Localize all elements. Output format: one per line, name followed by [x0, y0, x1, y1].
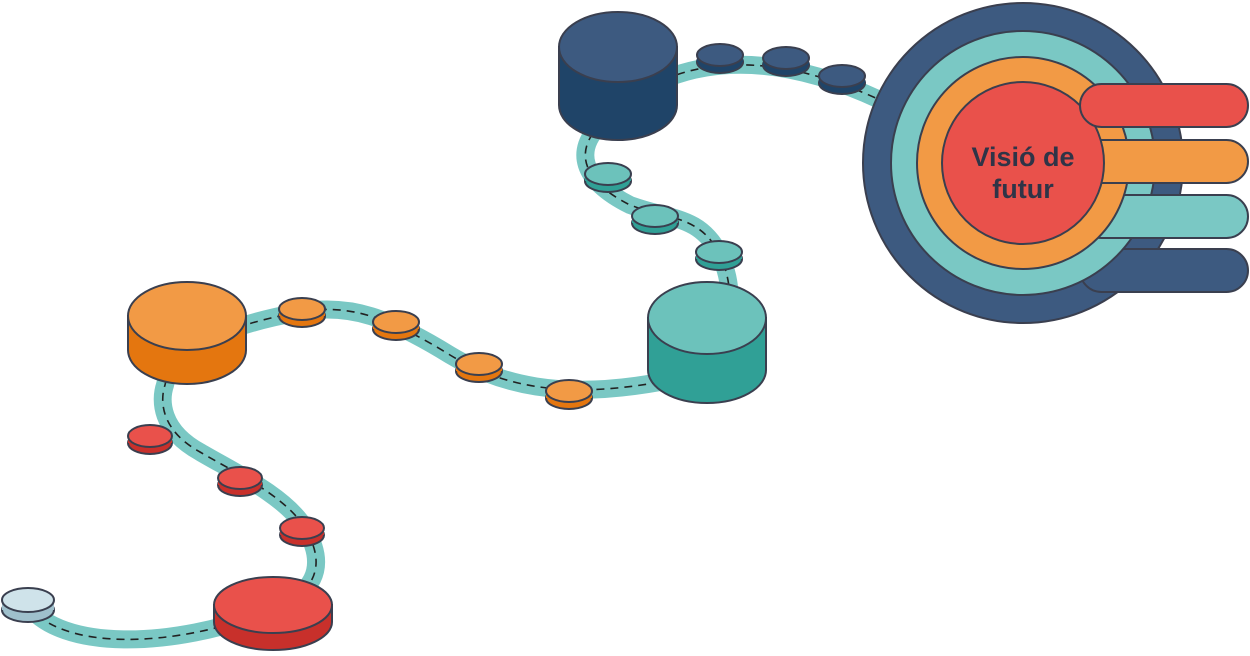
orange-marker: [545, 379, 593, 410]
target-label-line2: futur: [992, 174, 1054, 204]
navy-marker: [696, 43, 744, 74]
red-marker: [217, 466, 263, 497]
navy-cylinder: [558, 11, 678, 141]
red-marker: [279, 516, 325, 547]
target-label-line1: Visió de: [971, 142, 1074, 172]
teal-marker: [695, 240, 743, 271]
target-ring-red: [941, 81, 1105, 245]
teal-cylinder: [647, 281, 767, 404]
red-marker: [127, 424, 173, 455]
teal-marker: [584, 162, 632, 193]
target-bar-red: [1079, 83, 1249, 128]
orange-marker: [372, 310, 420, 341]
target-bar-orange: [1079, 139, 1249, 184]
teal-marker: [631, 204, 679, 235]
start-disc: [1, 587, 55, 623]
orange-marker: [278, 297, 326, 328]
target-graphic: Visió de futur: [862, 2, 1249, 324]
navy-marker: [818, 64, 866, 95]
navy-marker: [762, 46, 810, 77]
red-cylinder: [213, 576, 333, 651]
orange-cylinder: [127, 281, 247, 385]
orange-marker: [455, 352, 503, 383]
